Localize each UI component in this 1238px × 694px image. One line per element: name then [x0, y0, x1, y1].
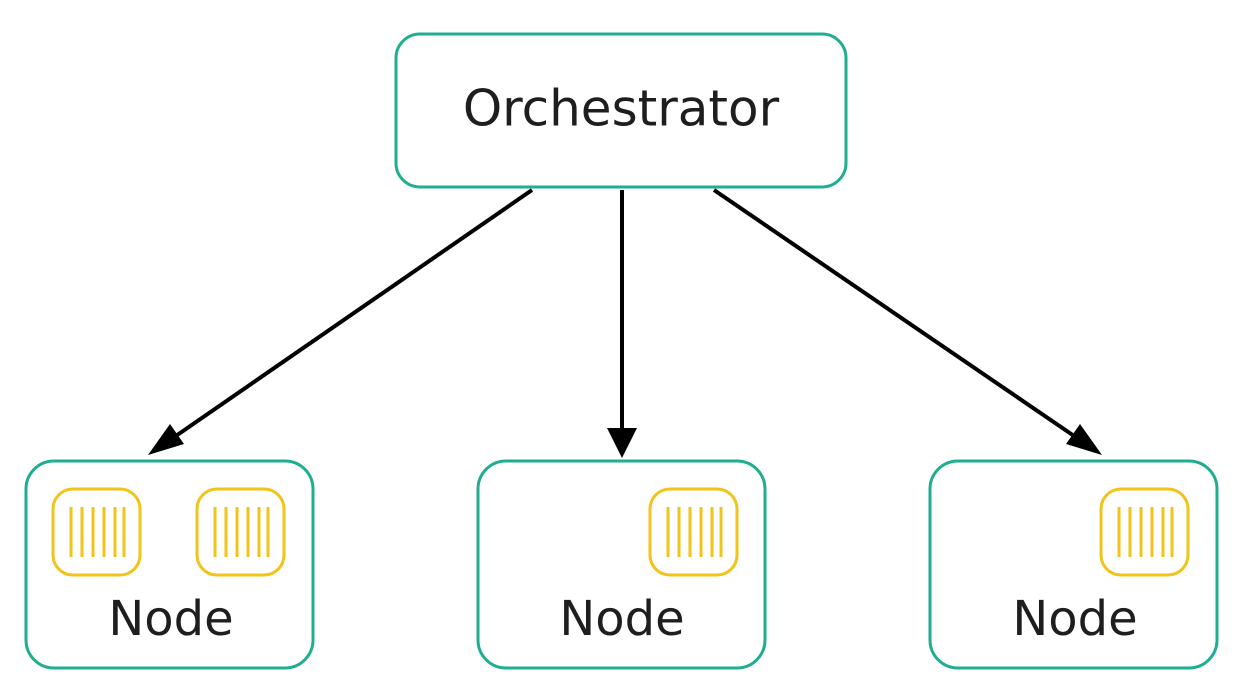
- orchestrator-border: [394, 32, 848, 189]
- node-box-3: Node: [928, 459, 1219, 670]
- arrowhead-node-2: [607, 428, 637, 458]
- node-2-label: Node: [559, 591, 684, 647]
- arrowhead-node-3: [1066, 424, 1102, 455]
- container-icon: [51, 487, 142, 577]
- arrow-orchestrator-to-node-3: [712, 188, 1082, 442]
- container-icon: [195, 487, 286, 577]
- orchestrator-label: Orchestrator: [463, 80, 780, 138]
- orchestrator-box: Orchestrator: [394, 32, 848, 189]
- arrowhead-node-1: [148, 424, 184, 455]
- node-3-label: Node: [1012, 591, 1137, 647]
- node-1-label: Node: [108, 591, 233, 647]
- node-box-1: Node: [24, 459, 315, 670]
- container-icon: [1099, 487, 1190, 577]
- arrow-orchestrator-to-node-1: [168, 188, 534, 442]
- container-icon: [648, 487, 739, 577]
- node-box-2: Node: [476, 459, 767, 670]
- arrows-group: [148, 188, 1102, 458]
